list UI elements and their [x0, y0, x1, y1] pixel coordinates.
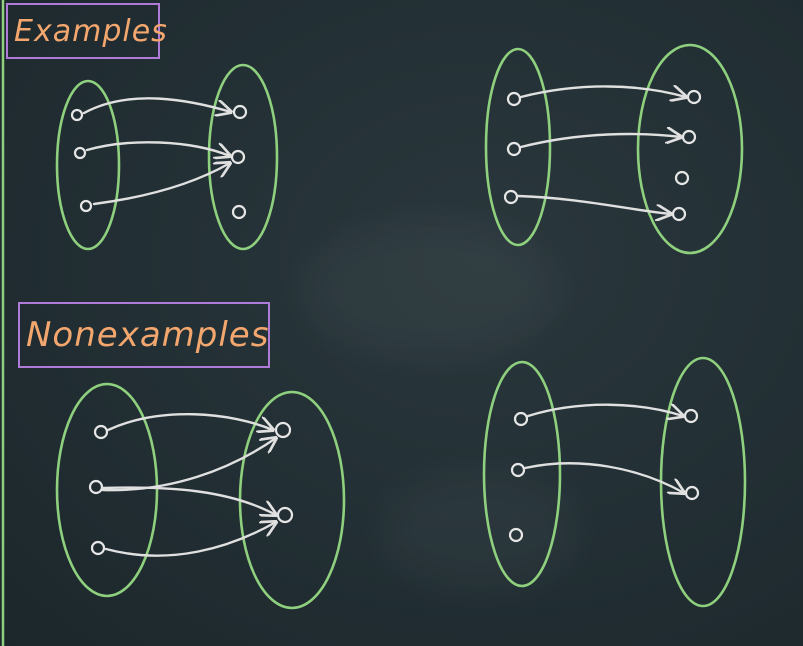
domain-point [503, 189, 519, 205]
mapping-arrow [526, 405, 683, 416]
mapping-arrow [104, 522, 276, 557]
mapping-arrow [106, 413, 273, 430]
domain-point [88, 479, 104, 495]
mapping-arrow [92, 163, 230, 206]
mapping-arrow [82, 97, 231, 113]
domain-point [93, 424, 109, 440]
nonexample-mapping-2 [482, 356, 747, 608]
domain-point [70, 108, 84, 122]
mapping-arrow [101, 486, 276, 515]
mapping-arrow [101, 438, 276, 492]
examples-heading-text: Examples [14, 13, 168, 49]
domain-point [513, 411, 529, 427]
range-point [681, 129, 697, 145]
range-point [274, 421, 292, 439]
example-mapping-1 [55, 63, 279, 251]
domain-point [506, 141, 522, 157]
example-mapping-2 [484, 43, 744, 255]
range-point [686, 89, 702, 105]
range-point [232, 104, 248, 120]
range-point [684, 485, 700, 501]
range-point [276, 506, 294, 524]
range-oval [207, 63, 279, 251]
range-point [674, 170, 690, 186]
domain-oval [55, 79, 121, 251]
domain-oval [55, 382, 159, 598]
mapping-arrow [523, 462, 684, 493]
mapping-arrow [516, 194, 671, 214]
range-oval [636, 43, 744, 255]
domain-point [506, 91, 522, 107]
domain-oval [484, 47, 552, 247]
range-oval [659, 356, 747, 608]
domain-point [90, 540, 106, 556]
domain-point [510, 462, 526, 478]
range-point [231, 204, 247, 220]
mapping-arrow [85, 141, 230, 156]
domain-point [508, 527, 524, 543]
nonexamples-heading: Nonexamples [18, 302, 270, 368]
range-point [683, 408, 699, 424]
domain-point [73, 146, 87, 160]
nonexample-mapping-1 [55, 382, 346, 610]
domain-oval [482, 360, 562, 588]
mapping-arrow [519, 134, 681, 149]
examples-heading: Examples [6, 3, 167, 59]
nonexamples-heading-text: Nonexamples [26, 315, 270, 355]
range-point [671, 206, 687, 222]
mapping-arrow [519, 86, 686, 97]
range-point [230, 149, 246, 165]
domain-point [79, 199, 93, 213]
